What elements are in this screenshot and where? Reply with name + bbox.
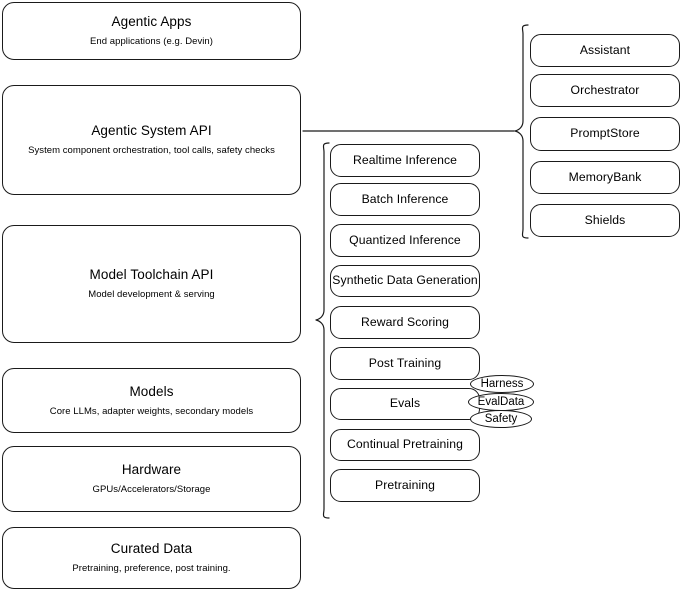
layer-model-toolchain-api[interactable]: Model Toolchain API Model development & … [2, 225, 301, 343]
component-evals[interactable]: Evals [330, 388, 480, 420]
component-label: Reward Scoring [360, 314, 450, 329]
component-memorybank[interactable]: MemoryBank [530, 161, 680, 194]
brace-toolchain-components [315, 142, 330, 519]
component-label: Quantized Inference [349, 232, 461, 247]
layer-title: Agentic System API [91, 123, 212, 139]
layer-title: Agentic Apps [111, 14, 192, 30]
evals-tag-harness[interactable]: Harness [470, 375, 534, 393]
evals-tag-evaldata[interactable]: EvalData [468, 393, 534, 411]
layer-title: Model Toolchain API [89, 267, 214, 283]
evals-tag-label: Harness [480, 378, 524, 390]
component-promptstore[interactable]: PromptStore [530, 117, 680, 151]
evals-tag-safety[interactable]: Safety [470, 410, 532, 428]
layer-subtitle: System component orchestration, tool cal… [28, 145, 275, 156]
layer-title: Hardware [121, 462, 182, 478]
component-shields[interactable]: Shields [530, 204, 680, 237]
evals-tag-label: Safety [484, 413, 518, 425]
component-quantized-inference[interactable]: Quantized Inference [330, 224, 480, 257]
component-label: Post Training [368, 355, 442, 370]
layer-subtitle: GPUs/Accelerators/Storage [92, 484, 211, 495]
component-reward-scoring[interactable]: Reward Scoring [330, 306, 480, 339]
component-label: MemoryBank [568, 169, 642, 184]
component-label: Evals [389, 396, 421, 411]
component-label: Synthetic Data Generation [332, 273, 478, 288]
component-batch-inference[interactable]: Batch Inference [330, 183, 480, 216]
layer-subtitle: Core LLMs, adapter weights, secondary mo… [49, 405, 254, 417]
layer-title: Curated Data [110, 541, 193, 557]
component-assistant[interactable]: Assistant [530, 34, 680, 67]
component-pretraining[interactable]: Pretraining [330, 469, 480, 502]
layer-models[interactable]: Models Core LLMs, adapter weights, secon… [2, 368, 301, 433]
layer-agentic-apps[interactable]: Agentic Apps End applications (e.g. Devi… [2, 2, 301, 60]
layer-curated-data[interactable]: Curated Data Pretraining, preference, po… [2, 527, 301, 589]
component-orchestrator[interactable]: Orchestrator [530, 74, 680, 107]
brace-system-components [514, 24, 529, 239]
component-label: Shields [584, 212, 626, 227]
component-label: Batch Inference [361, 191, 449, 206]
component-post-training[interactable]: Post Training [330, 347, 480, 380]
layer-title: Models [129, 383, 174, 399]
layer-subtitle: Model development & serving [88, 289, 215, 300]
component-realtime-inference[interactable]: Realtime Inference [330, 144, 480, 177]
component-label: Continual Pretraining [347, 437, 463, 452]
layer-subtitle: Pretraining, preference, post training. [72, 563, 231, 574]
component-synthetic-data-generation[interactable]: Synthetic Data Generation [330, 265, 480, 297]
evals-tag-label: EvalData [477, 396, 525, 408]
component-label: Orchestrator [570, 82, 640, 97]
layer-agentic-system-api[interactable]: Agentic System API System component orch… [2, 85, 301, 195]
layer-subtitle: End applications (e.g. Devin) [90, 36, 213, 47]
component-label: Pretraining [374, 477, 436, 492]
component-continual-pretraining[interactable]: Continual Pretraining [330, 429, 480, 461]
component-label: Assistant [579, 42, 631, 57]
component-label: Realtime Inference [352, 152, 458, 167]
layer-hardware[interactable]: Hardware GPUs/Accelerators/Storage [2, 446, 301, 512]
component-label: PromptStore [570, 126, 640, 141]
